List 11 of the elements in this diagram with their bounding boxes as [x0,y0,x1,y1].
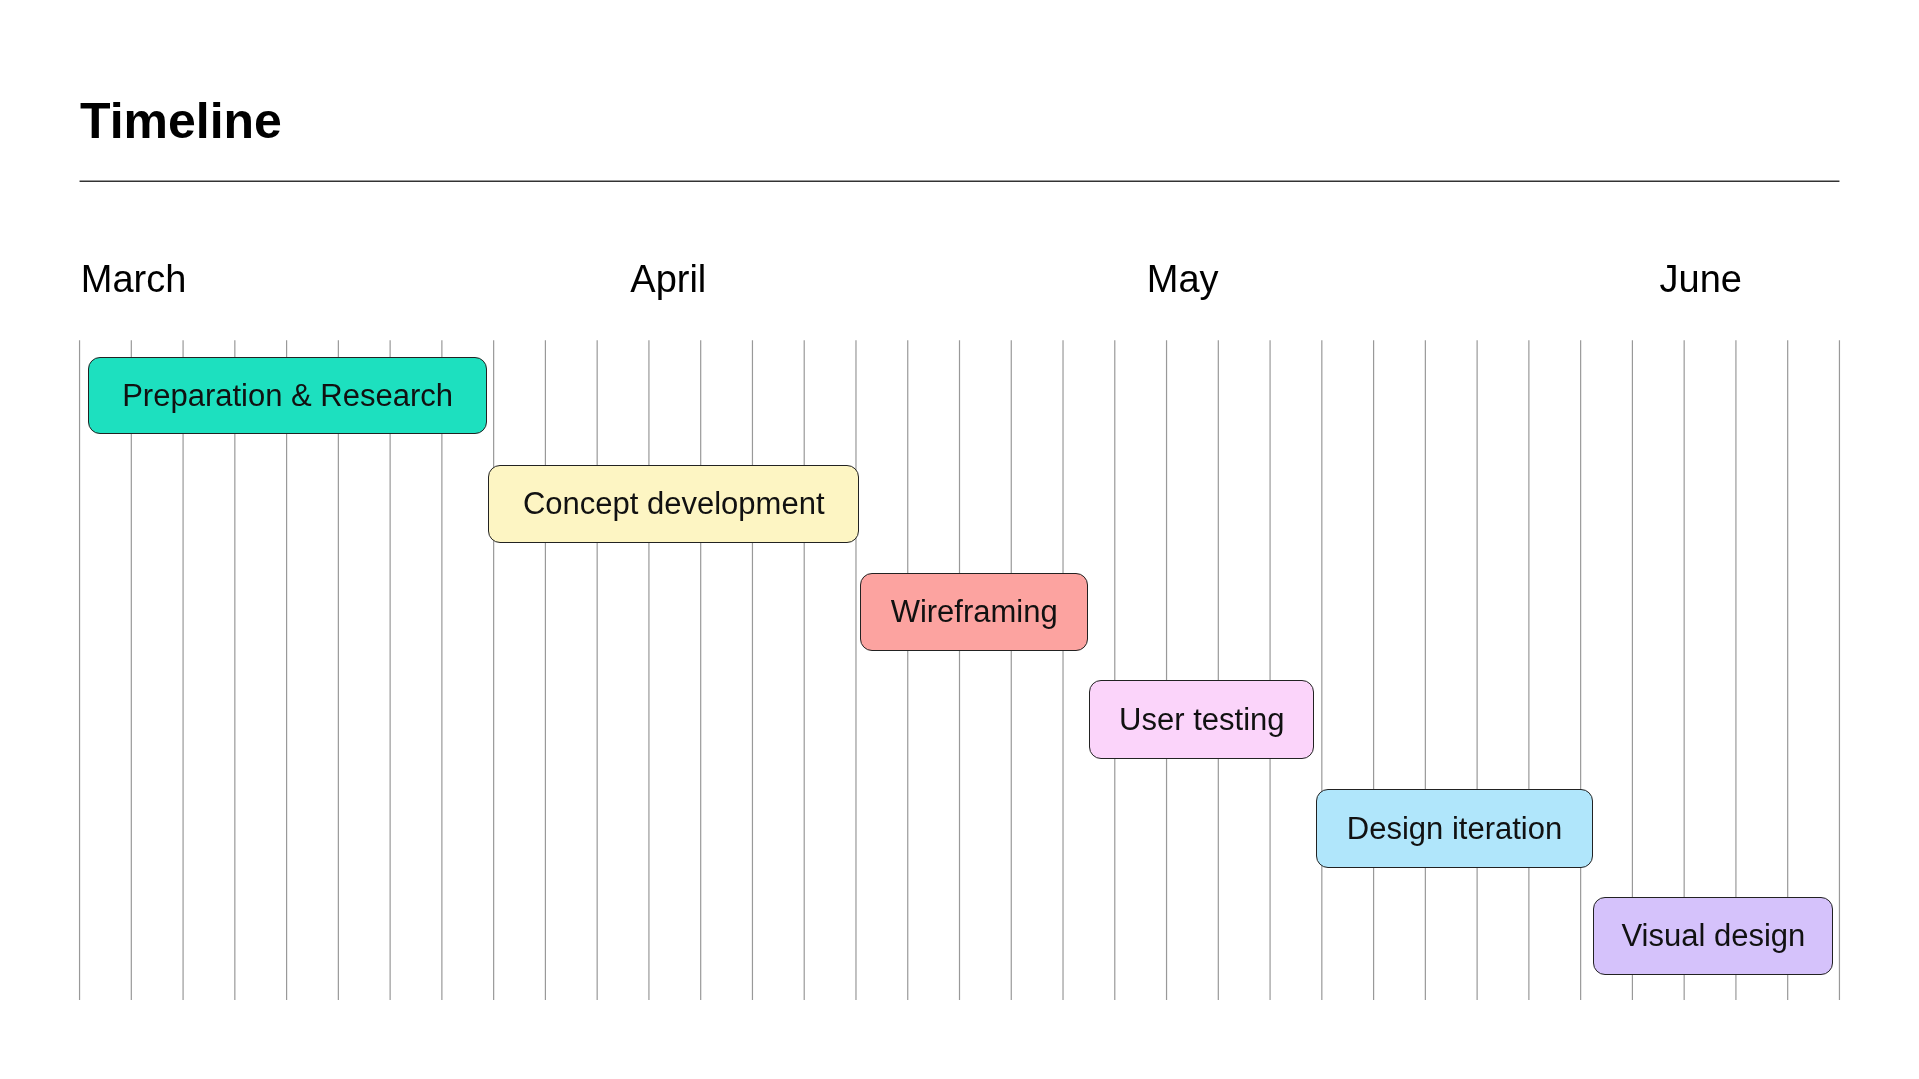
month-label: June [1659,260,1742,298]
task-bar: Concept development [488,465,860,544]
task-bar: User testing [1089,680,1315,759]
task-bar: Visual design [1593,897,1834,976]
diagram-title: Timeline [80,96,282,146]
month-label: March [80,260,187,298]
month-label: May [1146,260,1219,298]
month-label: April [630,260,707,298]
task-bar: Design iteration [1315,789,1594,868]
task-bar: Wireframing [860,572,1088,652]
task-bar: Preparation & Research [88,357,488,435]
